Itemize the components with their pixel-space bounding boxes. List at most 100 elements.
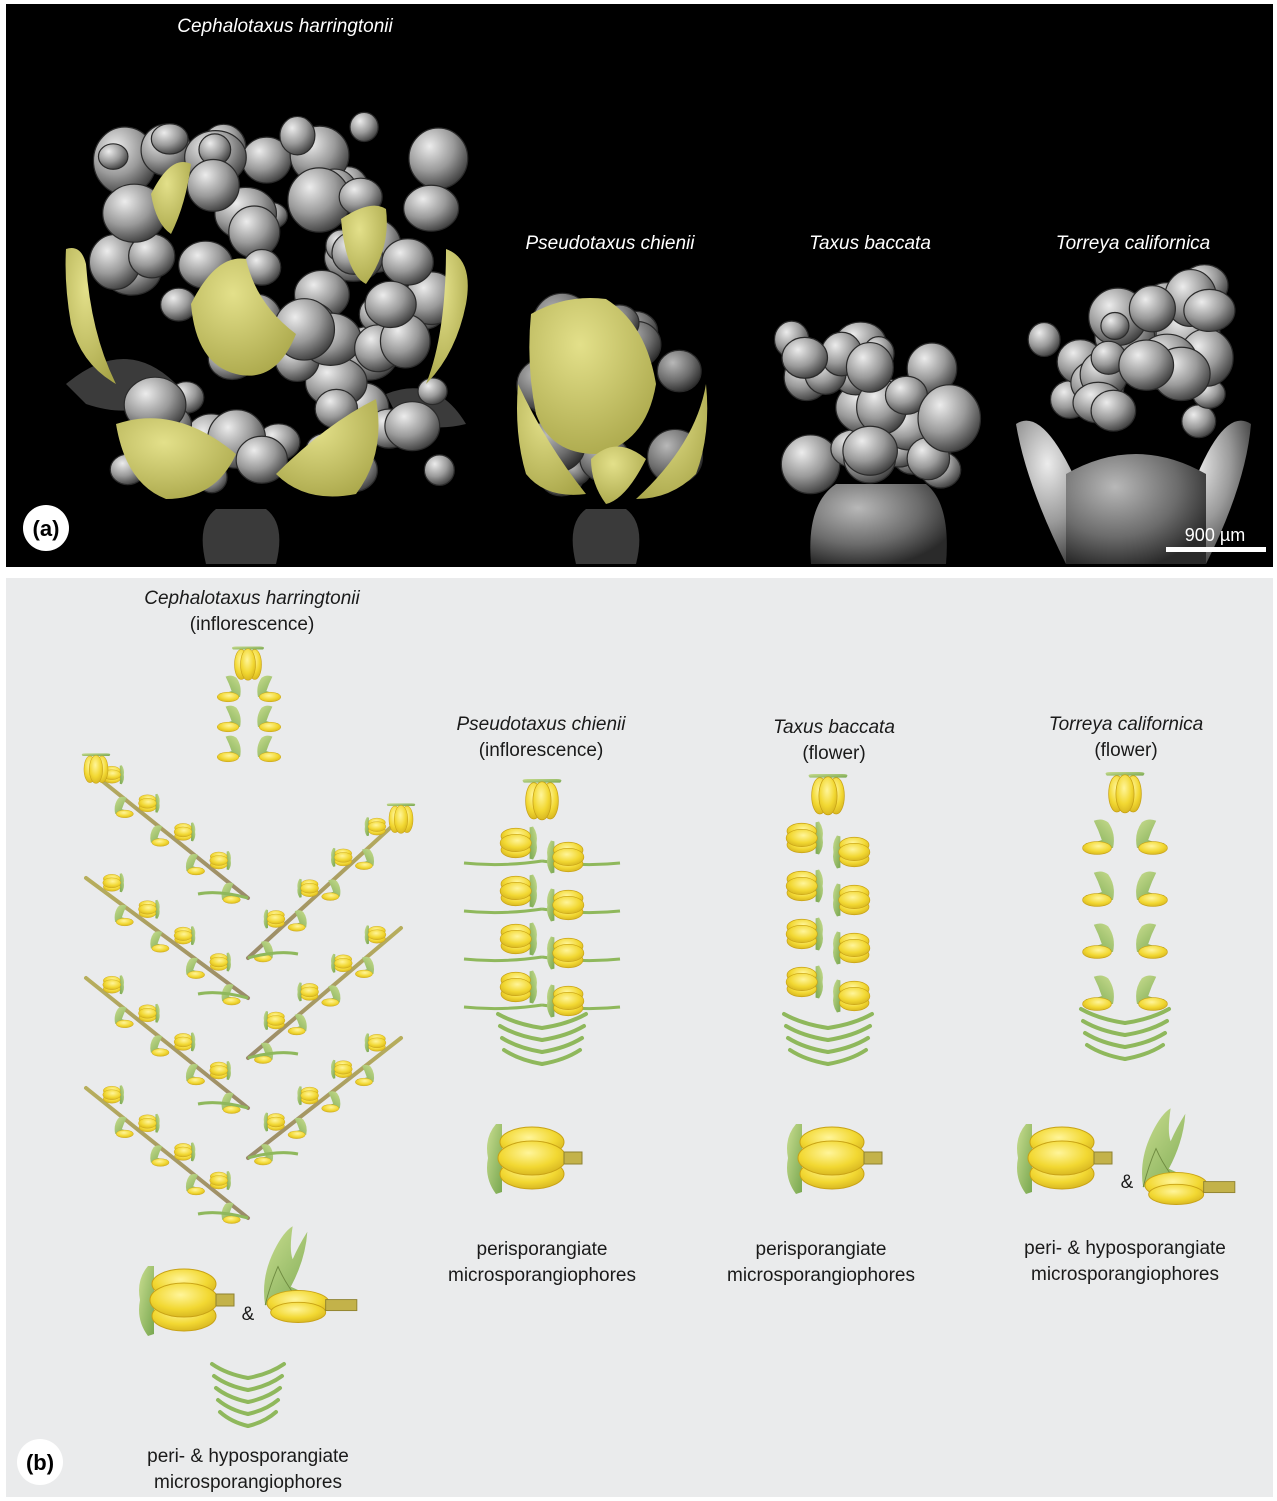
microsporangiophore — [500, 923, 537, 956]
microsporangiophore — [150, 1145, 169, 1166]
amp-torreya: & — [1121, 1172, 1134, 1193]
taxus-type-b: (flower) — [802, 743, 865, 764]
microsporangiophore — [210, 953, 231, 972]
sem-microsporangium — [1028, 322, 1060, 356]
sem-microsporangium — [843, 426, 897, 475]
microsporangiophore — [186, 1174, 205, 1195]
sem-microsporangium — [1129, 286, 1175, 332]
terminal-unit — [387, 803, 415, 833]
microsporangiophore — [264, 1113, 285, 1132]
microsporangiophore — [500, 971, 537, 1004]
microsporangiophore — [217, 706, 240, 732]
label-torreya-a: Torreya californica — [1056, 233, 1211, 254]
sem-microsporangium — [229, 206, 280, 258]
microsporangiophore — [186, 854, 205, 875]
panel-b-svg: & & Cephalotaxus harringtonii (infloresc… — [6, 578, 1273, 1497]
bract-leaf — [542, 1014, 586, 1028]
bract-leaf — [828, 1014, 872, 1028]
microsporangiophore — [331, 848, 352, 867]
microsporangiophore — [1083, 820, 1114, 855]
pseudo-name-b: Pseudotaxus chienii — [457, 714, 627, 735]
microsporangiophore — [257, 706, 280, 732]
microsporangiophore — [1083, 872, 1114, 907]
taxus-name-b: Taxus baccata — [773, 717, 895, 738]
taxus-caption-1: perisporangiate — [756, 1239, 887, 1260]
microsporangiophore — [138, 794, 159, 813]
microsporangiophore — [1136, 872, 1167, 907]
microsporangiophore — [786, 966, 823, 999]
bract-leaf — [248, 1364, 284, 1378]
microsporangiophore — [115, 905, 134, 926]
microsporangiophore — [217, 736, 240, 762]
microsporangiophore — [833, 884, 870, 917]
taxus-sem-image — [774, 321, 980, 564]
taxus-detail-unit — [787, 1124, 882, 1194]
sem-microsporangium — [846, 343, 893, 393]
microsporangiophore — [1083, 976, 1114, 1011]
microsporangiophore — [174, 1142, 195, 1161]
ceph-type-b: (inflorescence) — [190, 614, 315, 635]
microsporangiophore — [331, 1060, 352, 1079]
scale-bar-label: 900 µm — [1185, 525, 1245, 545]
pseudo-caption-2: microsporangiophores — [448, 1265, 636, 1286]
microsporangiophore — [115, 1007, 134, 1028]
microsporangiophore — [210, 1061, 231, 1080]
microsporangiophore — [103, 975, 124, 994]
microsporangiophore — [217, 676, 240, 702]
microsporangiophore — [547, 889, 584, 922]
microsporangiophore — [1136, 820, 1167, 855]
sem-microsporangium — [187, 160, 239, 212]
sem-microsporangium — [98, 144, 127, 169]
pseudo-type-b: (inflorescence) — [479, 740, 604, 761]
microsporangiophore — [288, 1014, 307, 1035]
microsporangiophore — [365, 925, 386, 944]
microsporangiophore — [297, 982, 318, 1001]
label-taxus-a: Taxus baccata — [809, 233, 931, 254]
bract-leaf — [464, 861, 542, 865]
sem-microsporangium — [424, 455, 454, 486]
peri-unit-taxus — [787, 1124, 882, 1194]
microsporangiophore — [331, 954, 352, 973]
sem-microsporangium — [781, 435, 839, 494]
pseudotaxus-sem-image — [517, 293, 707, 564]
microsporangiophore — [500, 827, 537, 860]
terminal-unit — [1106, 772, 1145, 813]
panel-a-letter: (a) — [33, 516, 60, 541]
ceph-caption-2: microsporangiophores — [154, 1472, 342, 1493]
microsporangiophore — [150, 825, 169, 846]
microsporangiophore — [355, 1065, 374, 1086]
bract-leaf — [498, 1014, 542, 1028]
cephalotaxus-sem-image — [66, 112, 468, 564]
panel-a-svg: Cephalotaxus harringtonii Pseudotaxus ch… — [6, 4, 1273, 567]
terminal-unit — [809, 774, 848, 815]
cephalotaxus-diagram — [82, 647, 415, 1498]
microsporangiophore — [174, 822, 195, 841]
bract-leaf — [1125, 1009, 1169, 1023]
microsporangiophore — [103, 1085, 124, 1104]
peri-unit-pseudo — [487, 1124, 582, 1194]
microsporangiophore — [355, 957, 374, 978]
microsporangiophore — [365, 1033, 386, 1052]
pseudotaxus-diagram — [464, 779, 620, 1111]
terminal-unit — [82, 753, 110, 783]
peri-unit-ceph — [139, 1266, 234, 1336]
torreya-diagram — [1081, 772, 1169, 1108]
sem-microsporangium — [382, 239, 433, 285]
sem-microsporangium — [365, 281, 416, 327]
torreya-type-b: (flower) — [1094, 740, 1157, 761]
pseudo-caption-1: perisporangiate — [477, 1239, 608, 1260]
microsporangiophore — [138, 1004, 159, 1023]
microsporangiophore — [186, 1064, 205, 1085]
sem-microsporangium — [1119, 340, 1174, 390]
pseudotaxus-detail-unit — [487, 1124, 582, 1194]
microsporangiophore — [786, 918, 823, 951]
sem-microsporangium — [151, 124, 188, 154]
sem-microsporangium — [350, 112, 378, 141]
microsporangiophore — [1083, 924, 1114, 959]
terminal-unit — [523, 779, 562, 820]
microsporangiophore — [210, 851, 231, 870]
sem-microsporangium — [1182, 405, 1216, 438]
sem-microsporangium — [918, 385, 980, 452]
torreya-detail-units: & — [1017, 1108, 1235, 1204]
ceph-name-b: Cephalotaxus harringtonii — [144, 588, 360, 609]
